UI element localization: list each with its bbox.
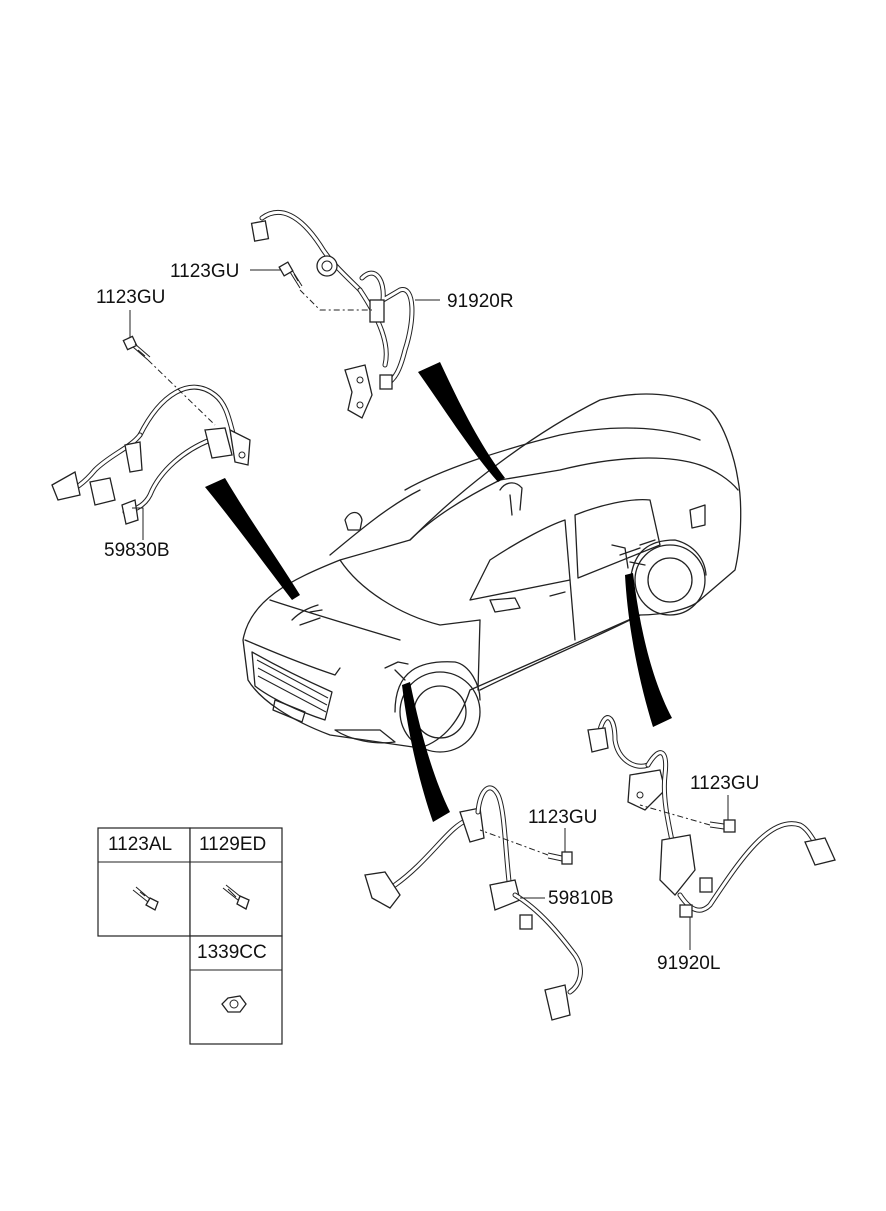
- callout-top-bolt: 1123GU: [170, 261, 239, 282]
- callout-rear-right-sensor: 91920R: [447, 291, 514, 312]
- leader-lines: [250, 269, 440, 301]
- bolt-1123al-icon: [132, 886, 159, 911]
- bolt-1129ed-icon: [222, 884, 250, 910]
- table-header-1123al: 1123AL: [108, 834, 172, 855]
- callout-front-left-sensor: 59830B: [104, 540, 170, 561]
- parts-table: 1123AL 1129ED 1339CC: [97, 827, 283, 1045]
- table-header-1129ed: 1129ED: [199, 834, 266, 855]
- callout-rear-left-bolt: 1123GU: [690, 773, 759, 794]
- location-pointers: [205, 362, 672, 822]
- car-illustration: [242, 393, 742, 753]
- front-left-sensor-assembly: [51, 310, 251, 540]
- callout-left-bolt: 1123GU: [96, 287, 165, 308]
- callout-rear-left-sensor: 91920L: [657, 953, 720, 974]
- callout-front-right-sensor: 59810B: [548, 888, 614, 909]
- front-right-sensor-assembly: [364, 785, 583, 1021]
- callout-labels: 1123GU 1123GU 91920R 59830B 1123GU 59810…: [96, 261, 759, 974]
- nut-1339cc-icon: [221, 995, 247, 1013]
- callout-front-right-bolt: 1123GU: [528, 807, 597, 828]
- rear-left-sensor-assembly: [587, 715, 836, 950]
- rear-right-sensor-assembly: [250, 210, 415, 419]
- table-header-1339cc: 1339CC: [197, 942, 267, 963]
